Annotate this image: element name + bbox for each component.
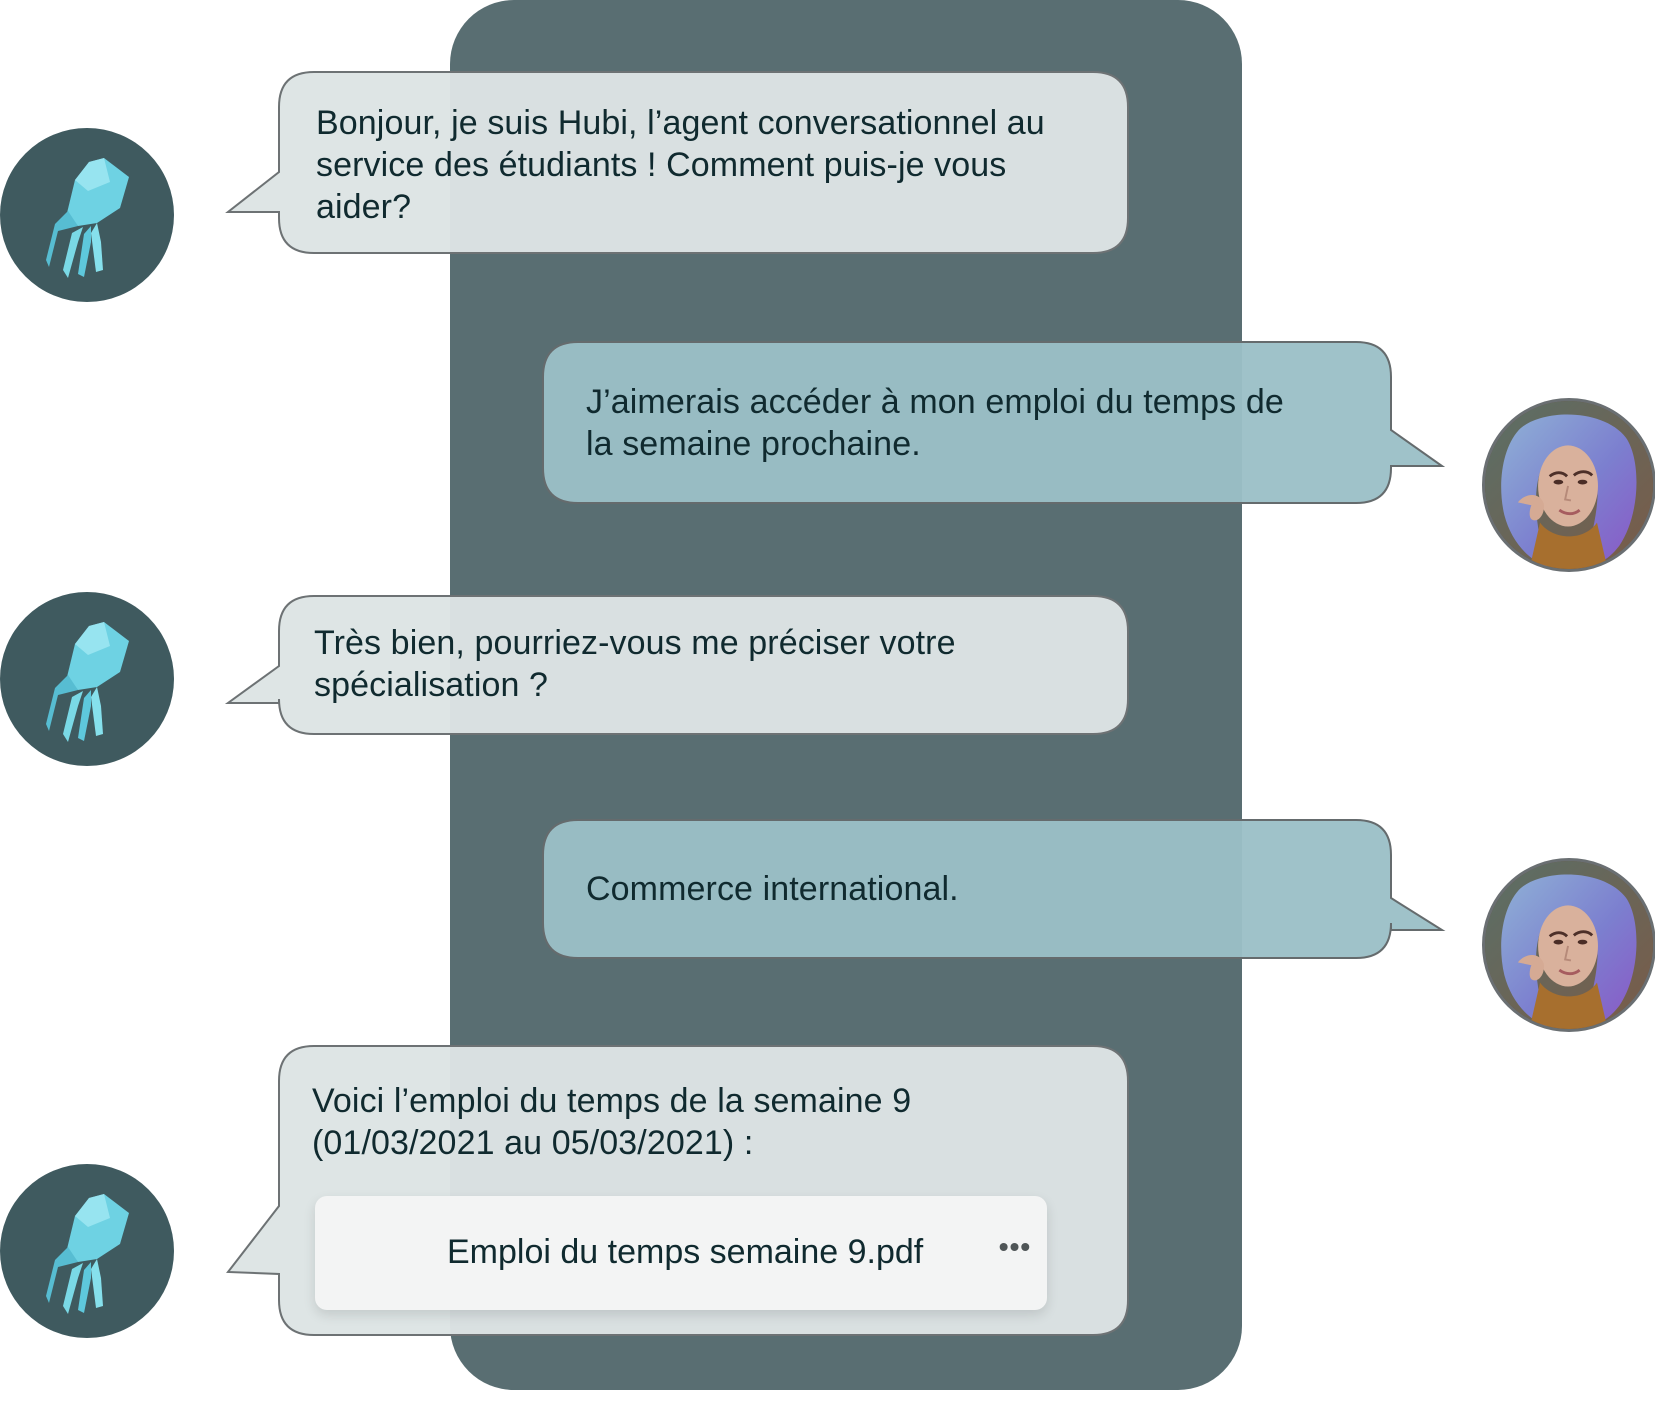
attachment-file-name[interactable]: Emploi du temps semaine 9.pdf bbox=[447, 1233, 924, 1271]
more-options-icon[interactable]: ••• bbox=[998, 1231, 1032, 1262]
octopus-icon bbox=[46, 1194, 129, 1314]
pdf-attachment-card[interactable]: Emploi du temps semaine 9.pdf ••• bbox=[315, 1196, 1047, 1310]
user-avatar bbox=[1482, 858, 1655, 1032]
bot-message-text: Voici l’emploi du temps de la semaine 9 … bbox=[312, 1082, 912, 1162]
user-message-text: J’aimerais accéder à mon emploi du temps… bbox=[586, 383, 1284, 463]
woman-portrait-icon bbox=[1485, 861, 1653, 1029]
woman-portrait-icon bbox=[1485, 401, 1653, 569]
bot-avatar bbox=[0, 1164, 174, 1338]
user-avatar bbox=[1482, 398, 1655, 572]
bot-message-text: Bonjour, je suis Hubi, l’agent conversat… bbox=[316, 104, 1045, 226]
user-message-text: Commerce international. bbox=[586, 870, 959, 908]
octopus-icon bbox=[46, 622, 129, 742]
bot-message-text: Très bien, pourriez-vous me préciser vot… bbox=[314, 624, 956, 704]
bot-avatar bbox=[0, 128, 174, 302]
bot-avatar bbox=[0, 592, 174, 766]
octopus-icon bbox=[46, 158, 129, 278]
